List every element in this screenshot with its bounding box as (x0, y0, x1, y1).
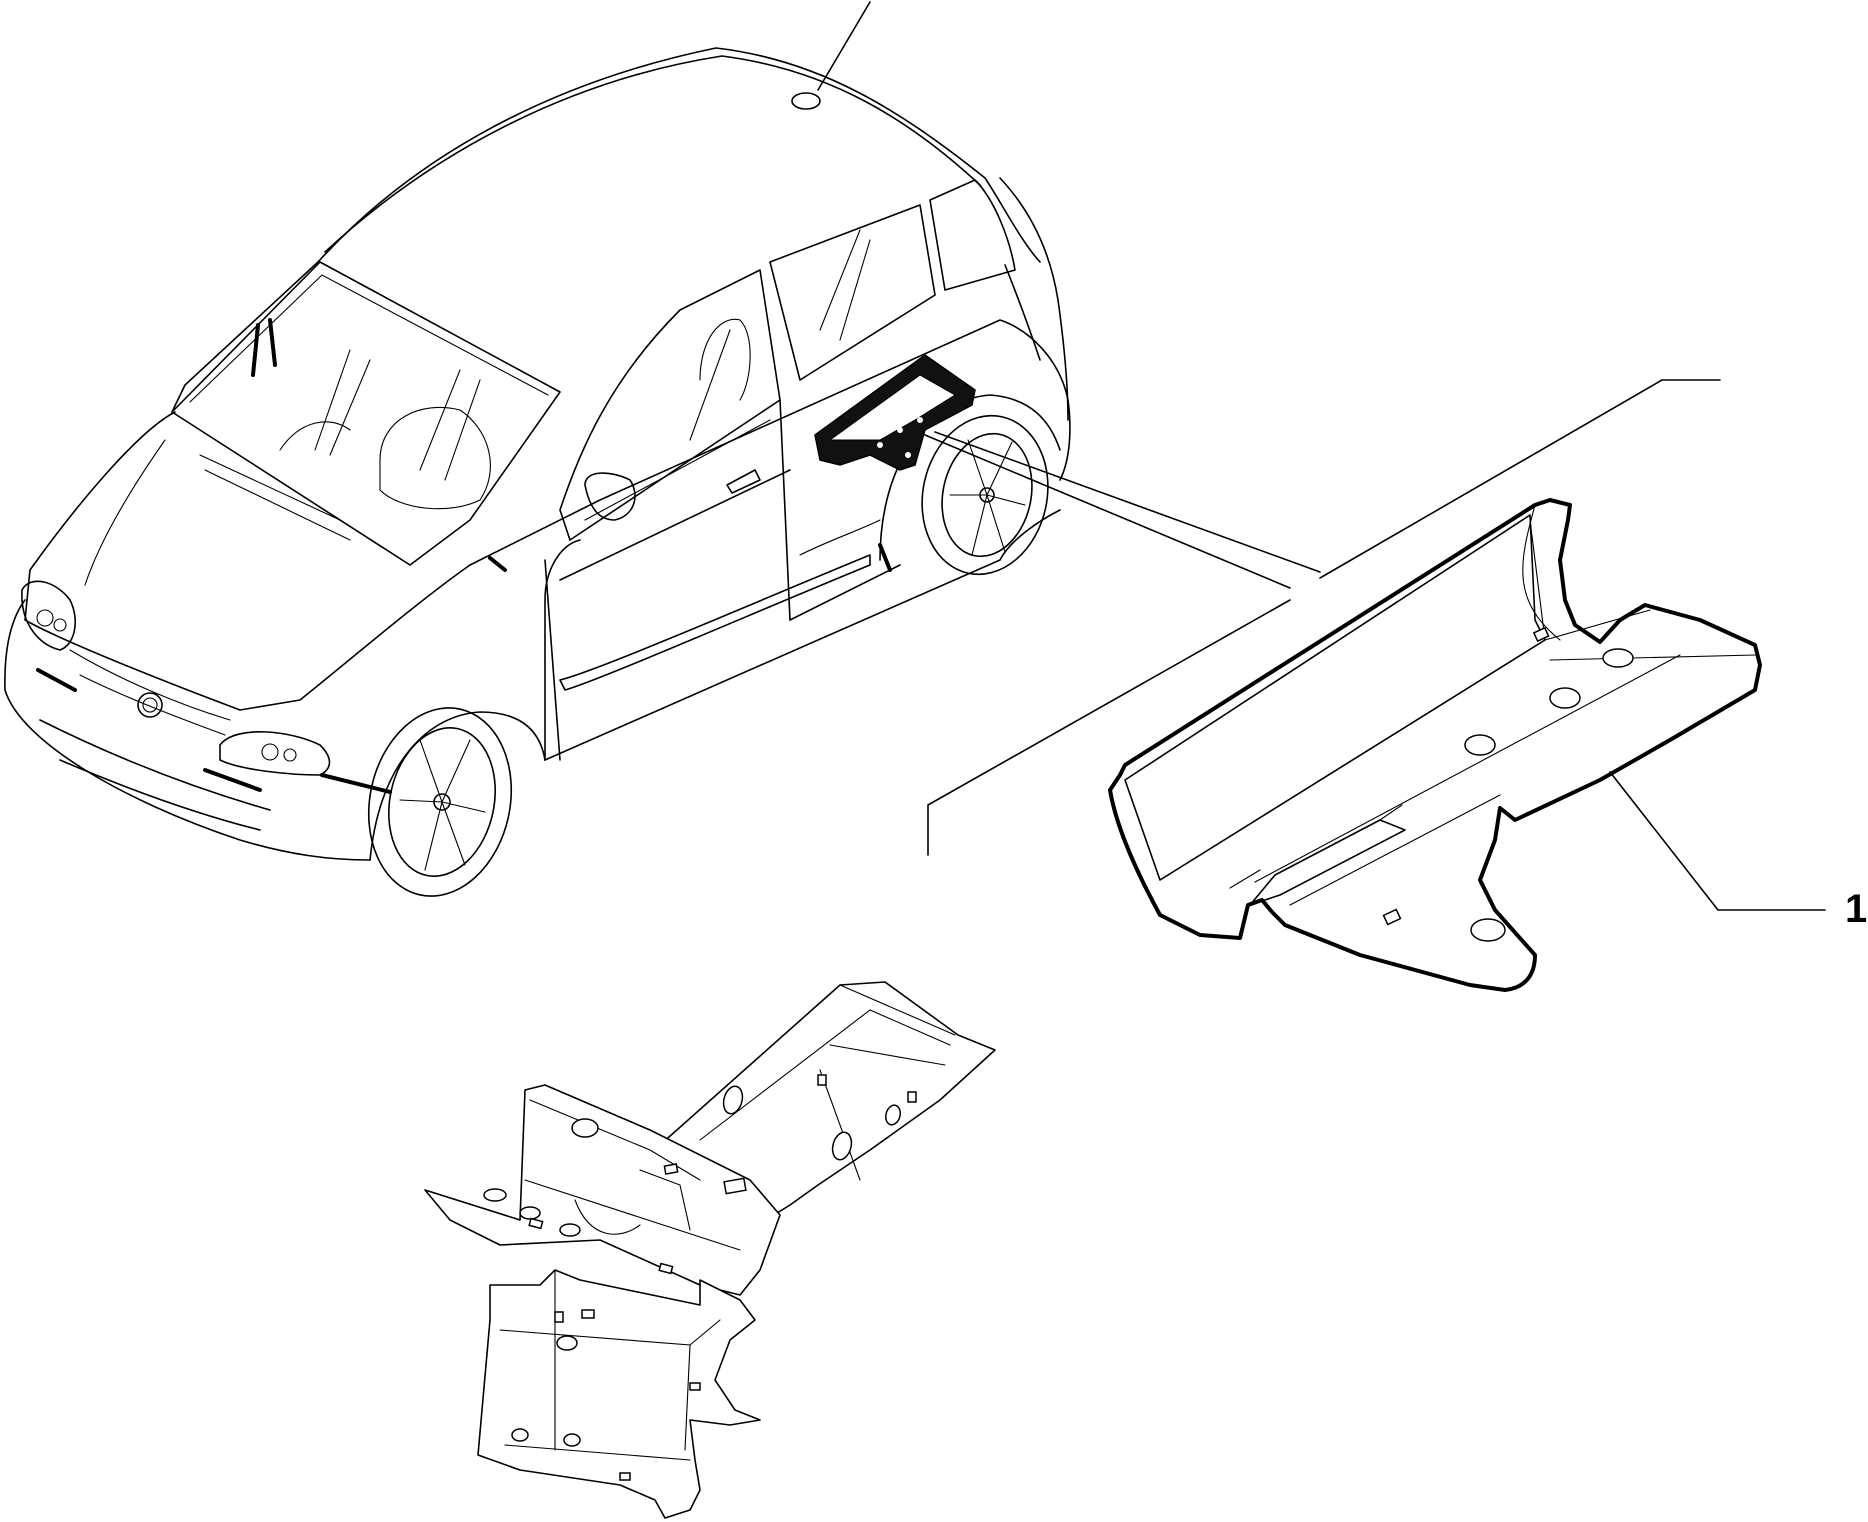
part-1-detail: 1 (927, 379, 1867, 992)
car-illustration (4, 1, 1321, 897)
callout-1-label: 1 (1845, 887, 1867, 931)
floor-reinforcement-part (424, 981, 996, 1519)
mounted-part-highlight (814, 354, 976, 471)
